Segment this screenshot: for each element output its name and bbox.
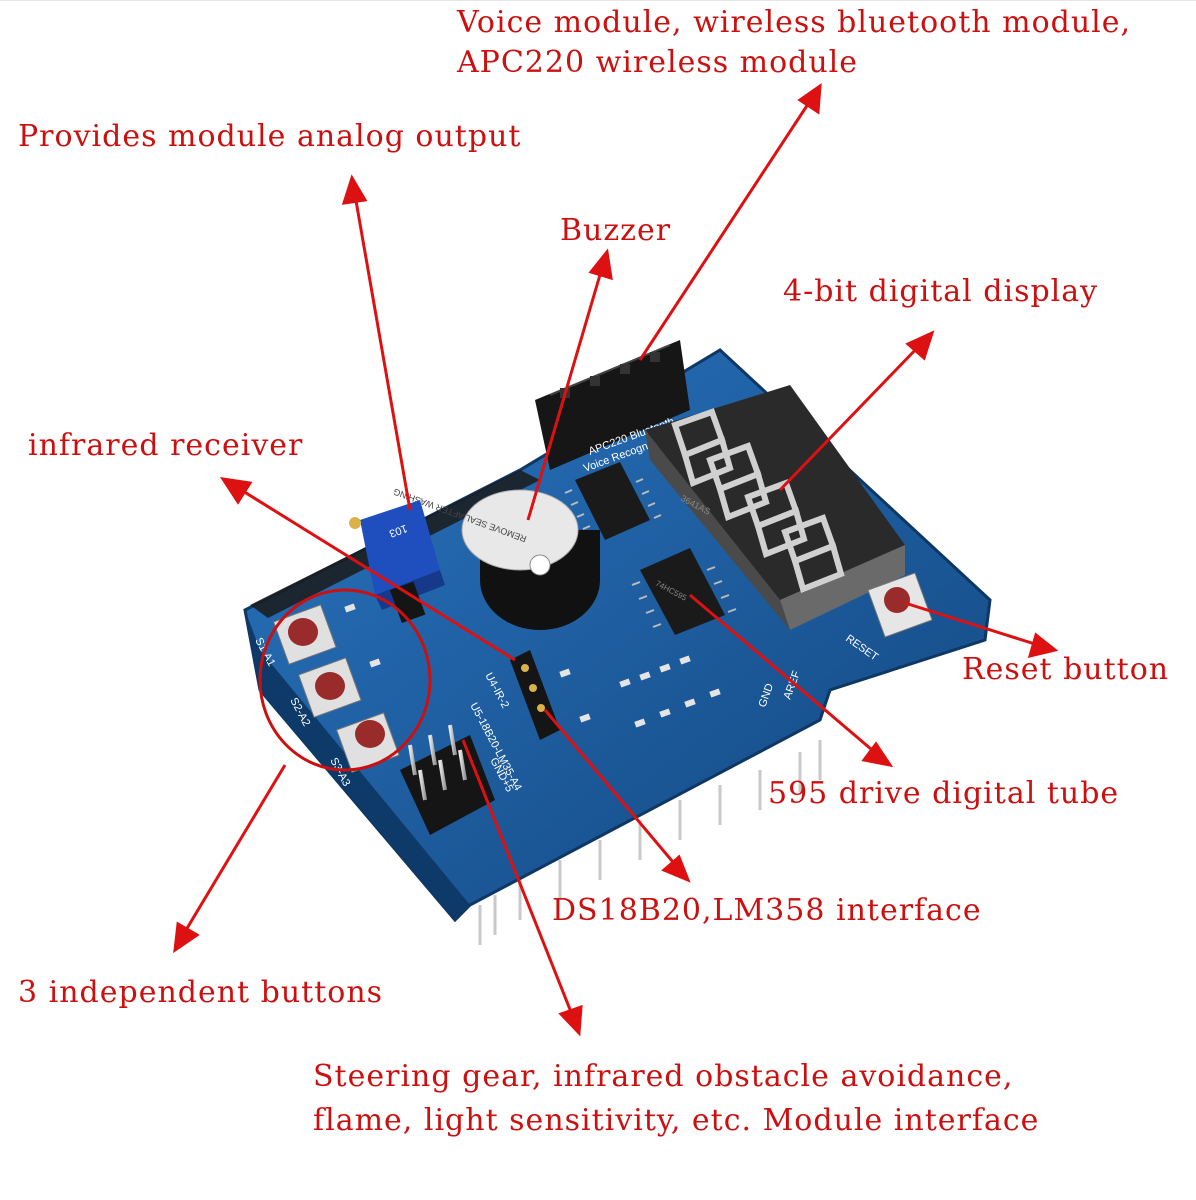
seven-segment-display: 3641AS [645, 385, 905, 630]
label-buzzer: Buzzer [560, 213, 672, 248]
label-ir-receiver: infrared receiver [28, 428, 304, 463]
ic-chip-595: 74HC595 [631, 548, 737, 635]
label-display: 4-bit digital display [783, 274, 1099, 309]
tactile-buttons [273, 604, 400, 773]
label-steering-line1: Steering gear, infrared obstacle avoidan… [313, 1059, 1014, 1094]
label-buttons: 3 independent buttons [18, 975, 384, 1010]
top-border [0, 0, 1196, 1]
label-steering-line2: flame, light sensitivity, etc. Module in… [313, 1103, 1040, 1138]
arrow-595 [689, 593, 894, 768]
arrow-reset [904, 601, 1059, 659]
pin-row-bottom [478, 740, 822, 945]
annotation-arrows [173, 82, 1059, 1037]
arrow-display [778, 330, 935, 492]
ds18b20-socket [510, 650, 560, 740]
arrow-voice [638, 82, 822, 361]
arrow-steering [461, 739, 583, 1037]
smd-components [344, 603, 721, 728]
label-reset: Reset button [962, 652, 1170, 687]
arrow-buzzer [526, 248, 613, 521]
label-analog: Provides module analog output [18, 119, 522, 154]
label-ds18b20: DS18B20,LM358 interface [552, 893, 982, 928]
arrow-analog [341, 174, 412, 511]
label-voice-line1: Voice module, wireless bluetooth module, [457, 5, 1132, 40]
potentiometer: 103 [349, 500, 445, 610]
buttons-highlight-ring [258, 588, 432, 772]
label-595-drive: 595 drive digital tube [768, 776, 1120, 811]
arrow-buttons [173, 764, 287, 954]
label-voice-line2: APC220 wireless module [457, 45, 859, 80]
arrow-ds18b20 [543, 709, 691, 883]
reset-button-component [867, 572, 933, 638]
jumper [389, 581, 426, 624]
arrow-ir [219, 477, 516, 662]
ic-chip-top [564, 462, 662, 540]
pot-label: 103 [388, 522, 409, 540]
